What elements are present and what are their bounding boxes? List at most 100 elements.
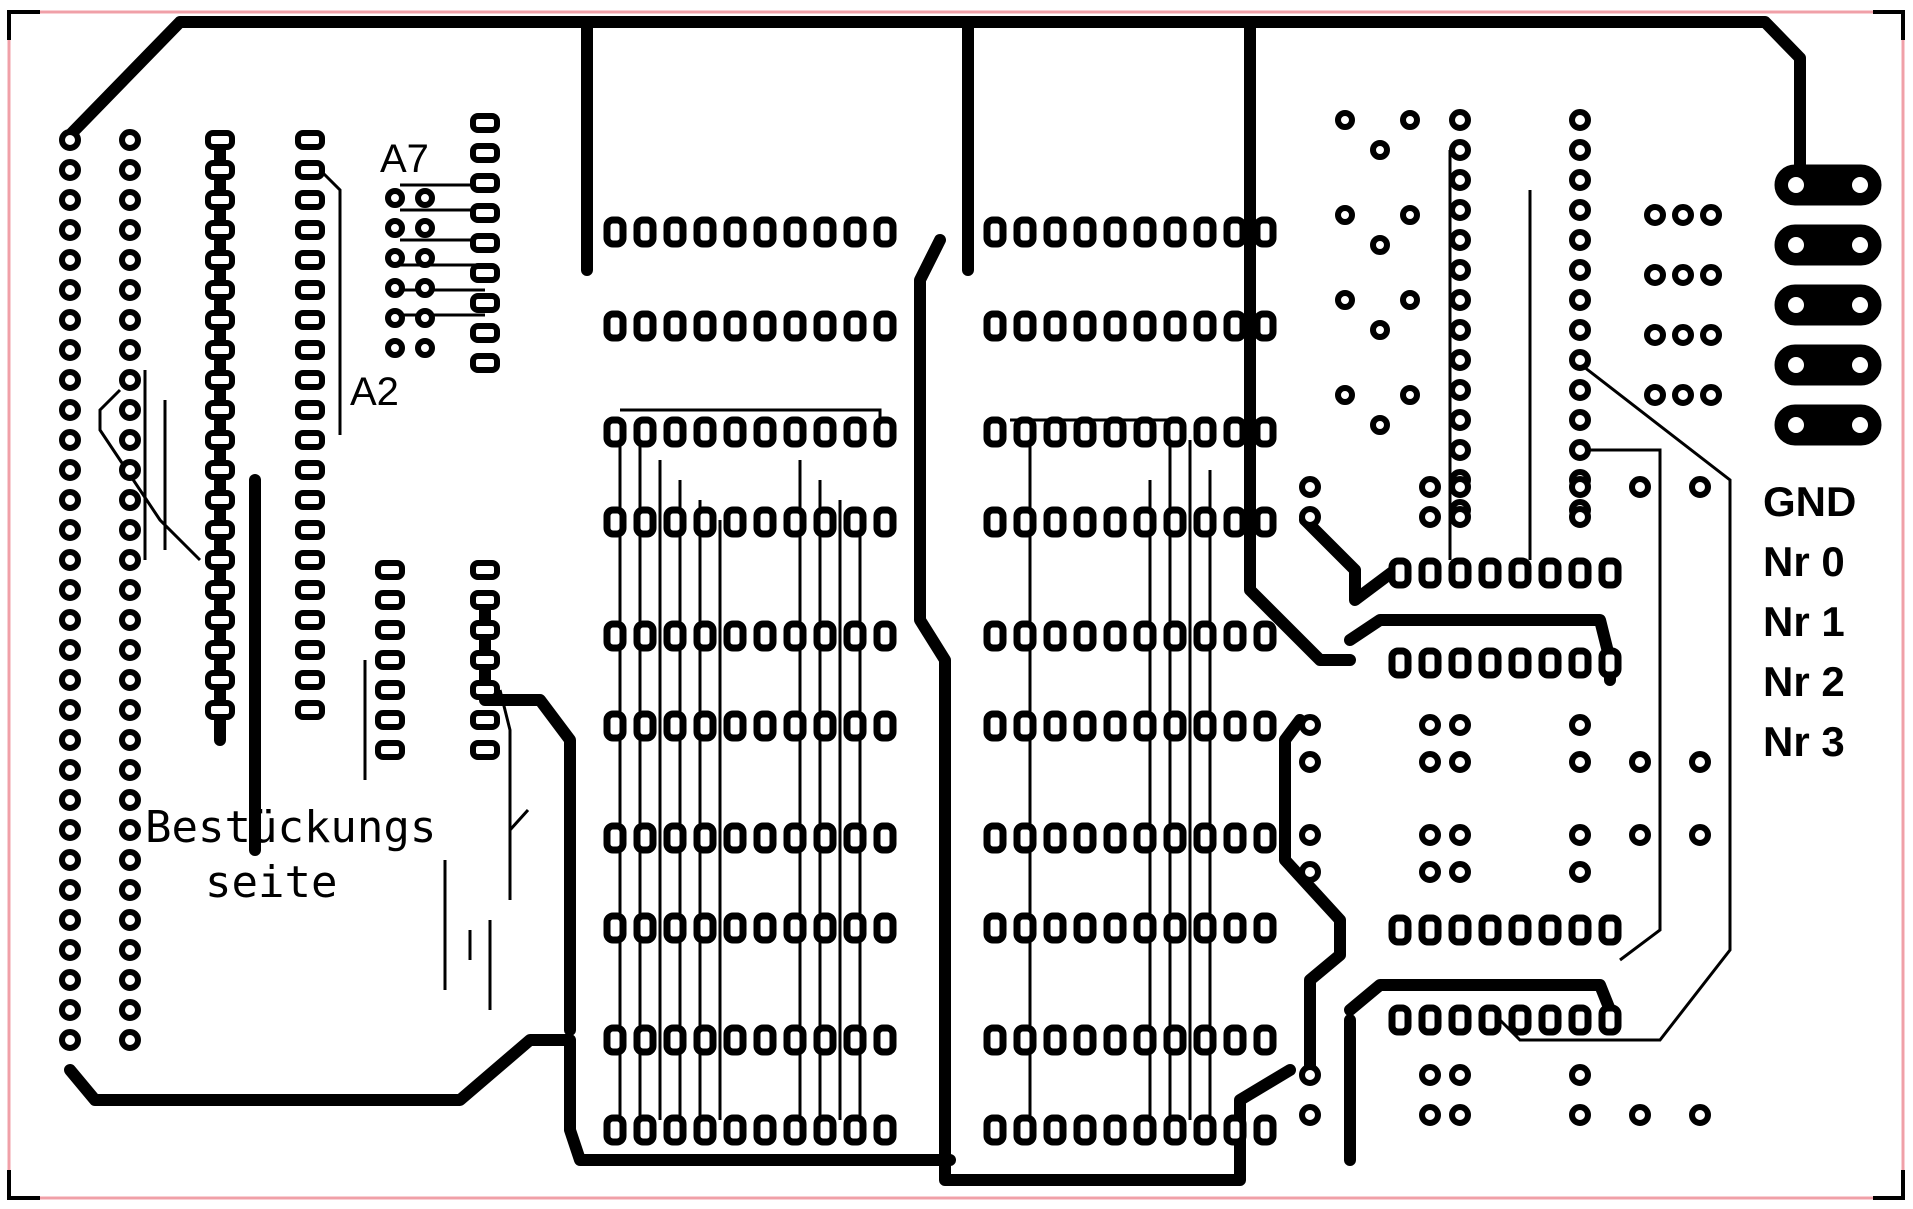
- round-pad: [59, 339, 81, 361]
- round-pad: [1629, 476, 1651, 498]
- round-pad: [385, 338, 405, 358]
- round-pad: [1335, 290, 1355, 310]
- ic-pad: [783, 506, 807, 538]
- ic-pad: [205, 610, 235, 630]
- ic-pad: [205, 310, 235, 330]
- ic-pad: [470, 113, 500, 133]
- ic-pad: [1253, 216, 1277, 248]
- ic-pad: [1013, 620, 1037, 652]
- ic-pad: [1193, 1114, 1217, 1146]
- round-pad: [59, 729, 81, 751]
- ic-pad: [1193, 1024, 1217, 1056]
- round-pad: [59, 669, 81, 691]
- ic-pad: [295, 160, 325, 180]
- ic-pad: [813, 1024, 837, 1056]
- round-pad: [1569, 259, 1591, 281]
- round-pad: [385, 218, 405, 238]
- ic-pad: [1103, 822, 1127, 854]
- ic-pad: [1103, 620, 1127, 652]
- ic-pad: [1448, 1004, 1472, 1036]
- ic-pad: [1223, 912, 1247, 944]
- ic-pad: [295, 190, 325, 210]
- ic-pad: [1418, 914, 1442, 946]
- ic-pad: [813, 310, 837, 342]
- round-pad: [59, 429, 81, 451]
- ic-pad: [633, 1114, 657, 1146]
- round-pad: [119, 639, 141, 661]
- ic-pad: [295, 340, 325, 360]
- round-pad: [1419, 714, 1441, 736]
- round-pad: [1419, 506, 1441, 528]
- ic-pad: [783, 310, 807, 342]
- round-pad: [1370, 235, 1390, 255]
- round-pad: [385, 278, 405, 298]
- round-pad: [1449, 169, 1471, 191]
- ic-pad: [205, 580, 235, 600]
- ic-pad: [813, 416, 837, 448]
- round-pad: [1689, 751, 1711, 773]
- ic-pad: [843, 506, 867, 538]
- ic-pad: [723, 216, 747, 248]
- round-pad: [119, 729, 141, 751]
- round-pad: [119, 129, 141, 151]
- round-pad: [1299, 751, 1321, 773]
- ic-pad: [633, 912, 657, 944]
- ic-pad: [205, 520, 235, 540]
- ic-pad: [1163, 822, 1187, 854]
- ic-pad: [1598, 914, 1622, 946]
- ic-pad: [1013, 216, 1037, 248]
- ic-pad: [633, 710, 657, 742]
- ic-pad: [1013, 310, 1037, 342]
- round-pad: [119, 879, 141, 901]
- ic-pad: [1073, 822, 1097, 854]
- ic-pad: [470, 263, 500, 283]
- ic-pad: [295, 580, 325, 600]
- ic-pad: [843, 710, 867, 742]
- round-pad: [59, 129, 81, 151]
- ic-pad: [205, 670, 235, 690]
- label-a2: A2: [350, 370, 399, 414]
- ic-pad: [1133, 912, 1157, 944]
- ic-pad: [693, 822, 717, 854]
- ic-pad: [693, 506, 717, 538]
- ic-pad: [205, 700, 235, 720]
- ic-pad: [1103, 310, 1127, 342]
- round-pad: [1449, 861, 1471, 883]
- round-pad: [1569, 439, 1591, 461]
- round-pad: [415, 278, 435, 298]
- ic-pad: [693, 216, 717, 248]
- ic-pad: [205, 190, 235, 210]
- round-pad: [59, 489, 81, 511]
- ic-pad: [693, 620, 717, 652]
- ic-pad: [1418, 647, 1442, 679]
- ic-pad: [603, 1114, 627, 1146]
- round-pad: [1569, 379, 1591, 401]
- round-pad: [1449, 349, 1471, 371]
- round-pad: [59, 819, 81, 841]
- ic-pad: [295, 460, 325, 480]
- ic-pad: [295, 310, 325, 330]
- round-pad: [119, 909, 141, 931]
- ic-pad: [1223, 710, 1247, 742]
- round-pad: [59, 159, 81, 181]
- round-pad: [59, 999, 81, 1021]
- ic-pad: [1013, 1114, 1037, 1146]
- ic-pad: [470, 740, 500, 760]
- ic-pad: [843, 416, 867, 448]
- round-pad: [59, 789, 81, 811]
- ic-pad: [1013, 506, 1037, 538]
- ic-pad: [1103, 216, 1127, 248]
- ic-pad: [375, 680, 405, 700]
- ic-pad: [1253, 310, 1277, 342]
- ic-pad: [983, 912, 1007, 944]
- round-pad: [119, 339, 141, 361]
- ic-pad: [633, 1024, 657, 1056]
- ic-pad: [1478, 1004, 1502, 1036]
- ic-pad: [1223, 416, 1247, 448]
- round-pad: [1400, 205, 1420, 225]
- ic-pad: [1193, 506, 1217, 538]
- ic-pad: [843, 912, 867, 944]
- ic-pad: [205, 220, 235, 240]
- ic-pad: [1448, 557, 1472, 589]
- ic-pad: [1223, 310, 1247, 342]
